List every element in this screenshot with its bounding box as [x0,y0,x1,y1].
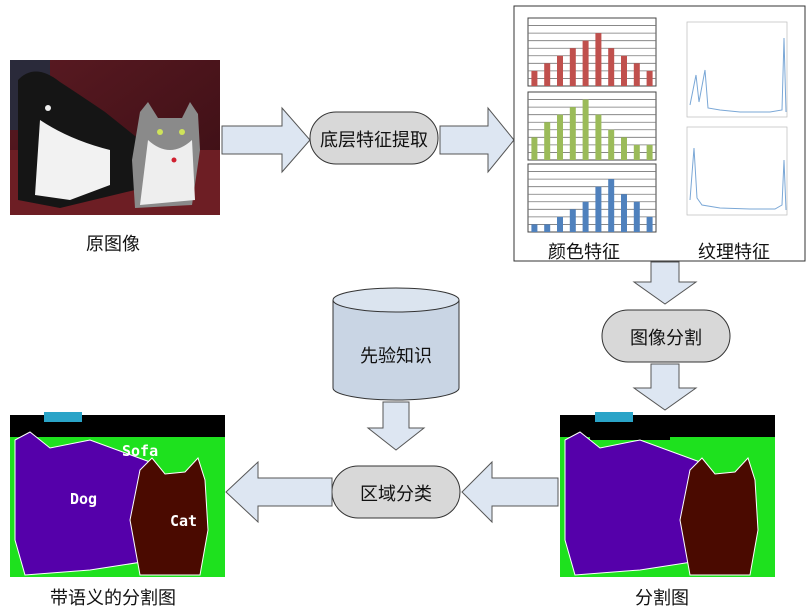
histogram-bar-green [595,114,602,160]
histogram-bar-red [569,48,576,86]
feature-extraction-node [309,111,439,165]
histogram-bar-red [531,70,538,86]
histogram-bar-red [633,63,640,86]
histogram-bar-red [646,70,653,86]
histogram-bar-green [557,114,563,160]
histogram-bar-red [595,33,602,86]
prior-knowledge-label: 先验知识 [360,346,432,367]
segment-map-label: 分割图 [635,588,689,609]
original-image [10,60,220,215]
histogram-bar-red [621,55,627,86]
texture-feature-label: 纹理特征 [698,242,770,263]
region-classification-label: 区域分类 [360,484,432,505]
original-image-label: 原图像 [86,234,140,255]
histogram-bar-blue [557,216,563,232]
histogram-bar-green [621,137,627,160]
histogram-bar-blue [633,201,640,232]
sofa-class-label: Sofa [122,442,159,460]
arrow-left-1 [461,460,559,524]
dog-class-label: Dog [70,490,98,508]
histogram-bar-blue [646,216,653,232]
histogram-bar-blue [582,201,589,232]
semantic-map-image [10,412,225,577]
arrow-down-1 [632,261,698,305]
texture-plots [686,21,788,216]
histogram-bar-blue [621,194,627,232]
histogram-bar-blue [544,224,551,232]
histogram-bar-green [646,144,653,160]
histogram-bar-green [544,122,551,160]
arrow-left-2 [225,460,333,524]
histogram-bar-green [569,107,576,160]
feature-extraction-label: 底层特征提取 [320,130,428,151]
histogram-bar-red [544,63,551,86]
segmentation-label: 图像分割 [630,328,702,349]
histogram-bar-green [582,99,589,160]
histogram-bar-red [608,48,615,86]
histogram-bar-blue [608,179,615,232]
histogram-bar-green [633,144,640,160]
arrow-right-1 [221,106,311,174]
arrow-right-2 [439,106,515,174]
histogram-bar-green [531,137,538,160]
histogram-bar-green [608,129,615,160]
arrow-down-3 [366,401,426,451]
color-feature-label: 颜色特征 [548,242,620,263]
arrow-down-2 [632,363,698,411]
cat-class-label: Cat [170,512,198,530]
histogram-bar-blue [531,224,538,232]
histogram-bar-blue [595,186,602,232]
color-histograms [527,17,657,233]
prior-knowledge-cylinder [332,287,460,401]
segment-map-image [560,412,775,577]
histogram-bar-red [582,40,589,86]
segmentation-node [601,309,731,363]
histogram-bar-blue [569,209,576,232]
histogram-bar-red [557,55,563,86]
semantic-map-label: 带语义的分割图 [50,588,176,609]
